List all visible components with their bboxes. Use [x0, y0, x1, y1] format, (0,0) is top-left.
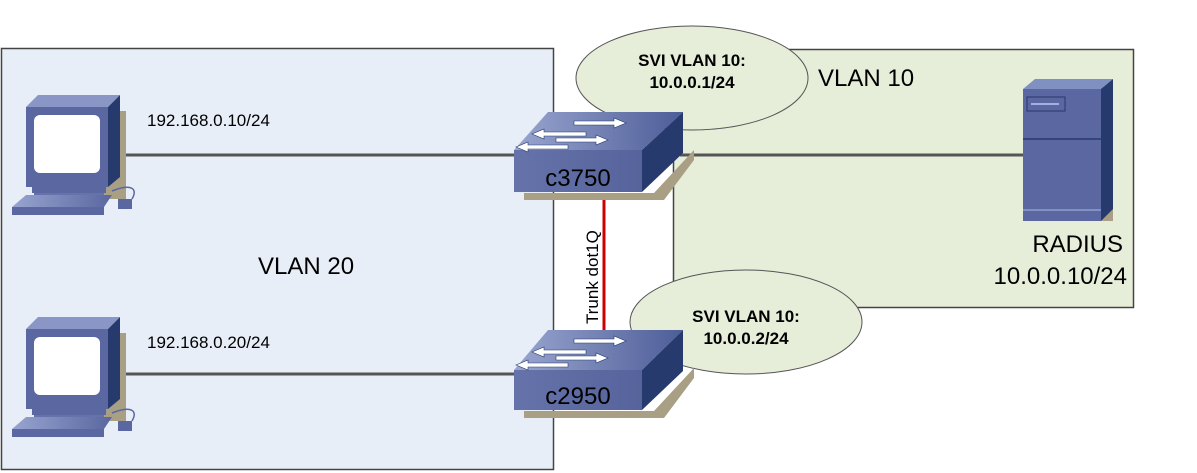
- radius-ip: 10.0.0.10/24: [994, 263, 1127, 290]
- switch-c2950[interactable]: c2950: [514, 330, 694, 418]
- svi1-title: SVI VLAN 10:: [638, 51, 746, 70]
- switch-side: [642, 112, 683, 192]
- switch-shadow: [524, 150, 694, 200]
- vlan20-label: VLAN 20: [258, 253, 354, 280]
- vlan10-label: VLAN 10: [818, 65, 914, 92]
- trunk-label: Trunk dot1Q: [583, 230, 602, 324]
- switch-arrows-icon: [515, 117, 627, 153]
- server-icon: [1023, 79, 1113, 221]
- switch-shadow: [524, 368, 694, 418]
- switch-arrows-icon: [515, 335, 627, 371]
- pc-host-2[interactable]: 192.168.0.20/24: [12, 317, 270, 437]
- computer-icon: [12, 95, 135, 215]
- svi1-ip: 10.0.0.1/24: [649, 73, 735, 92]
- switch-name: c3750: [545, 165, 610, 192]
- switch-c3750[interactable]: c3750: [514, 112, 694, 200]
- computer-icon: [12, 317, 135, 437]
- pc-host-1[interactable]: 192.168.0.10/24: [12, 95, 270, 215]
- pc2-ip: 192.168.0.20/24: [147, 333, 270, 352]
- pc1-ip: 192.168.0.10/24: [147, 111, 270, 130]
- switch-side: [642, 330, 683, 410]
- switch-name: c2950: [545, 383, 610, 410]
- radius-server[interactable]: RADIUS 10.0.0.10/24: [994, 79, 1127, 290]
- switch-front: [514, 150, 642, 192]
- svi-bubble-c3750: SVI VLAN 10: 10.0.0.1/24: [575, 25, 809, 131]
- svi2-title: SVI VLAN 10:: [692, 307, 800, 326]
- svi2-ip: 10.0.0.2/24: [703, 329, 789, 348]
- radius-name: RADIUS: [1032, 231, 1123, 258]
- switch-front: [514, 370, 642, 410]
- svi-bubble-c2950: SVI VLAN 10: 10.0.0.2/24: [629, 269, 863, 375]
